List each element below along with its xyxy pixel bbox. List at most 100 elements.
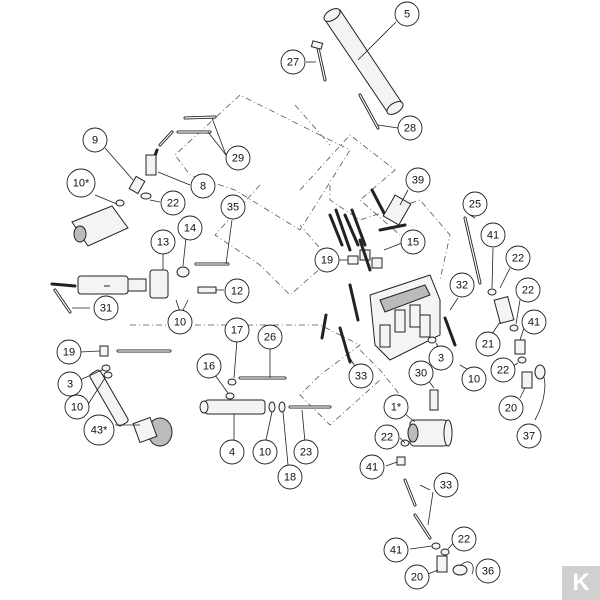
callout-label: 22 xyxy=(458,534,470,546)
valve-39 xyxy=(382,189,412,226)
seal-10-left xyxy=(86,371,113,407)
hose-33-left xyxy=(320,313,328,340)
callout-circle xyxy=(515,277,541,303)
adapter-8 xyxy=(145,154,191,186)
callout-label: 4 xyxy=(229,447,235,459)
callout-c30: 30 xyxy=(408,360,434,386)
callout-c25: 25 xyxy=(462,191,488,217)
callout-circle xyxy=(177,215,203,241)
hoses-center-group xyxy=(328,188,407,322)
callout-c22d: 22 xyxy=(490,357,516,383)
cylinder-31 xyxy=(50,275,147,314)
fitting-19-left xyxy=(79,345,172,357)
seal-3-left xyxy=(79,364,111,381)
callout-circle xyxy=(498,395,524,421)
hose-35 xyxy=(194,219,233,266)
callout-label: 12 xyxy=(231,286,243,298)
callout-c12: 12 xyxy=(224,278,250,304)
callout-circle xyxy=(490,357,516,383)
callout-c10b: 10 xyxy=(167,309,193,335)
callout-label: 29 xyxy=(232,153,244,165)
callout-c16: 16 xyxy=(196,353,222,379)
callout-circle xyxy=(374,424,400,450)
seal-10-lower xyxy=(265,401,276,441)
callout-c14: 14 xyxy=(177,215,203,241)
callout-label: 10* xyxy=(73,178,90,190)
callout-c39: 39 xyxy=(405,167,431,193)
fitting-12 xyxy=(197,286,224,294)
callout-c31: 31 xyxy=(93,295,119,321)
callout-label: 33 xyxy=(440,480,452,492)
callout-c15: 15 xyxy=(400,229,426,255)
callout-c8: 8 xyxy=(190,173,216,199)
callout-c29: 29 xyxy=(225,145,251,171)
callout-c20b: 20 xyxy=(404,564,430,590)
seal-22-upper-left xyxy=(140,192,161,203)
callout-circle xyxy=(348,363,374,389)
callout-label: 5 xyxy=(404,9,410,21)
callout-label: 22 xyxy=(381,432,393,444)
hoses-33-lower xyxy=(403,478,434,540)
callout-circle xyxy=(196,353,222,379)
callout-label: 3 xyxy=(67,379,73,391)
nut-14 xyxy=(176,237,190,278)
callout-label: 8 xyxy=(200,181,206,193)
callout-c41d: 41 xyxy=(383,537,409,563)
callout-label: 25 xyxy=(469,199,481,211)
callout-label: 43* xyxy=(91,425,108,437)
callout-circle xyxy=(383,537,409,563)
callout-label: 20 xyxy=(505,403,517,415)
callout-circle xyxy=(505,245,531,271)
callout-c4: 4 xyxy=(219,439,245,465)
callout-label: 33 xyxy=(355,371,367,383)
callout-label: 20 xyxy=(411,572,423,584)
callout-c33a: 33 xyxy=(348,363,374,389)
callout-label: 19 xyxy=(321,255,333,267)
fitting-16 xyxy=(214,374,235,400)
callout-label: 22 xyxy=(522,285,534,297)
callout-label: 41 xyxy=(487,230,499,242)
callout-c32: 32 xyxy=(449,272,475,298)
ram-43 xyxy=(89,369,173,447)
callout-c18: 18 xyxy=(277,464,303,490)
callout-circle xyxy=(160,190,186,216)
block-13 xyxy=(149,254,169,299)
brand-logo-letter: K xyxy=(572,569,590,596)
callout-c43: 43* xyxy=(83,414,115,446)
callout-c36: 36 xyxy=(475,558,501,584)
fitting-19-center xyxy=(338,255,359,265)
callout-c10e: 10 xyxy=(252,439,278,465)
dust-cap-36 xyxy=(452,561,474,576)
callout-circle xyxy=(404,564,430,590)
callout-label: 15 xyxy=(407,237,419,249)
callout-circle xyxy=(400,229,426,255)
callout-c19b: 19 xyxy=(56,339,82,365)
callout-circle xyxy=(83,414,115,446)
seal-18 xyxy=(278,401,289,466)
callout-label: 41 xyxy=(528,317,540,329)
callout-label: 21 xyxy=(482,339,494,351)
hydraulic-cylinder-5 xyxy=(323,8,404,115)
callout-circle xyxy=(220,194,246,220)
callout-label: 3 xyxy=(438,353,444,365)
callout-circle xyxy=(451,526,477,552)
callout-circle xyxy=(433,472,459,498)
callout-label: 26 xyxy=(264,332,276,344)
callout-label: 10 xyxy=(174,317,186,329)
callout-c1: 1* xyxy=(383,394,409,420)
callout-circle xyxy=(219,439,245,465)
callout-label: 37 xyxy=(523,431,535,443)
callout-c20a: 20 xyxy=(498,395,524,421)
callout-label: 39 xyxy=(412,175,424,187)
hose-27 xyxy=(306,40,327,82)
brand-logo: K xyxy=(562,566,600,600)
callout-c19a: 19 xyxy=(314,247,340,273)
seal-22-right-upper xyxy=(499,267,511,289)
callout-label: 18 xyxy=(284,472,296,484)
callout-circle xyxy=(93,295,119,321)
hose-28 xyxy=(358,93,399,130)
callout-label: 36 xyxy=(482,566,494,578)
coupling-20-lower xyxy=(427,555,448,575)
